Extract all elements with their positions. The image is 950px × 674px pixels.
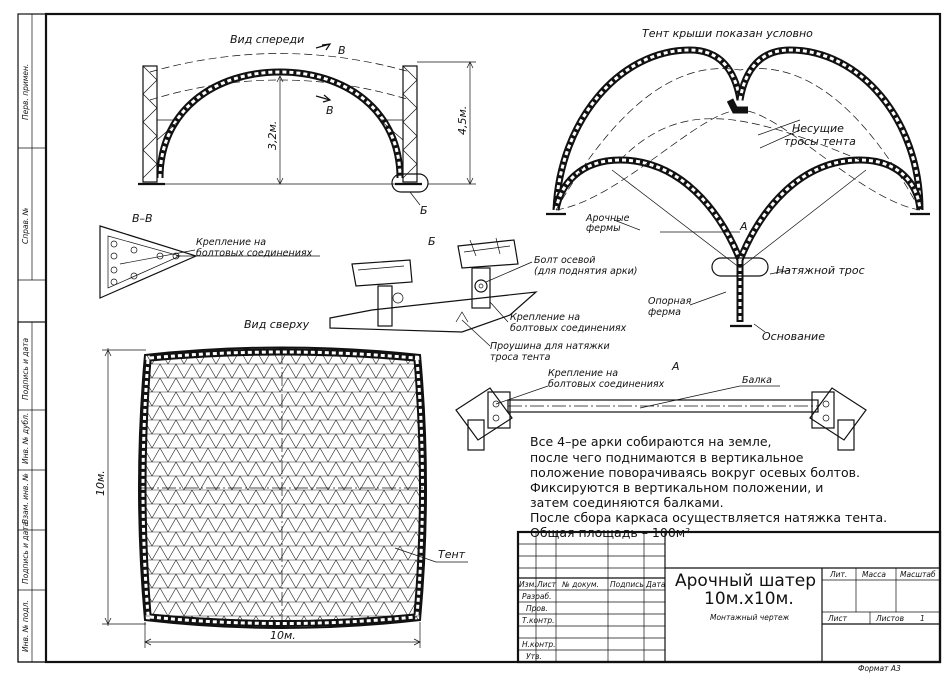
arch-trusses-label-2: фермы [586,223,621,234]
roof-note: Тент крыши показан условно [642,27,813,40]
top-view-title: Вид сверху [244,318,310,331]
tent-label: Тент [438,548,466,561]
axial-bolt-label-2: (для поднятия арки) [534,266,638,277]
note-line: после чего поднимаются в вертикальное [530,450,804,465]
callout-b-label: Б [420,204,428,217]
detail-b-title: Б [428,235,436,248]
col-doc: № докум. [561,580,599,589]
sidebar-label: Инв. № подл. [21,600,30,652]
mass-label: Масса [862,570,886,579]
eyelet-label-2: троса тента [490,352,551,363]
bearing-cables-label-1: Несущие [792,122,844,135]
bolt-fix-b-label-2: болтовых соединениях [510,323,627,334]
sidebar-label: Подпись и дата [21,337,30,400]
section-marker-top: В [338,44,346,57]
detail-b: Б Болт осевой (для поднятия арки) Крепле… [329,235,638,363]
note-line: После сбора каркаса осуществляется натяж… [530,510,887,525]
dim-width-left: 10м. [94,470,107,496]
note-line: затем соединяются балками. [530,495,724,510]
detail-a-title: А [671,360,680,373]
bolt-fix-a-label-1: Крепление на [548,368,618,379]
drawing-title-1: Арочный шатер [675,571,816,591]
dim-height-inner: 3,2м. [266,121,279,150]
row-prov: Пров. [526,604,548,613]
sheets-label: Листов [875,614,904,623]
col-izm: Изм. [519,580,537,589]
top-view: Вид сверху 10м. 10м. Тент [94,318,468,648]
base-label: Основание [762,330,825,343]
front-view-title: Вид спереди [230,33,304,46]
sidebar-label: Взам. инв. № [21,473,30,524]
note-line: Все 4–ре арки собираются на земле, [530,434,772,449]
bolt-fix-section-label-2: болтовых соединениях [196,248,313,259]
support-truss-label-2: ферма [648,307,681,318]
arch-trusses-label-1: Арочные [585,213,630,224]
note-line: положение поворачиваясь вокруг осевых бо… [530,465,860,480]
sheet-label: Лист [827,614,848,623]
drawing-subtitle: Монтажный чертеж [710,613,790,622]
drawing-title-2: 10м.х10м. [704,589,794,609]
section-marker-bottom: В [326,104,334,117]
axial-bolt-label-1: Болт осевой [534,255,595,266]
dim-height-total: 4,5м. [456,106,469,135]
col-list: Лист [536,580,557,589]
tension-cable-label: Натяжной трос [776,264,865,277]
section-vv-title: В–В [132,212,153,225]
note-line: Фиксируются в вертикальном положении, и [530,480,823,495]
notes-block: Все 4–ре арки собираются на земле, после… [530,434,887,540]
front-view: Вид спереди Б В В 3,2м. [138,33,476,217]
support-truss-label-1: Опорная [648,296,692,307]
sidebar-stamp: Перв. примен. Справ. № Подпись и дата Ин… [17,14,47,663]
callout-a-persp: А [739,220,748,233]
row-nkontr: Н.контр. [522,640,556,649]
sheets-value: 1 [920,614,925,623]
row-utv: Утв. [526,652,542,661]
lit-label: Лит. [829,570,847,579]
bearing-cables-label-2: тросы тента [784,135,856,148]
eyelet-label-1: Проушина для натяжки [490,341,610,352]
scale-label: Масштаб [900,570,936,579]
detail-a: А Крепление на болтовых соединениях Балк… [455,360,867,451]
col-date: Дата [645,580,666,589]
beam-label: Балка [742,375,772,386]
dim-width-bottom: 10м. [270,629,296,642]
title-block: Изм. Лист № докум. Подпись Дата Разраб. … [516,530,942,673]
bolt-fix-a-label-2: болтовых соединениях [548,379,665,390]
section-vv: В–В Крепление на болтовых соединениях [99,212,320,299]
col-sign: Подпись [610,580,644,589]
row-tkontr: Т.контр. [522,616,555,625]
bolt-fix-section-label-1: Крепление на [196,237,266,248]
row-razrab: Разраб. [522,592,551,601]
sidebar-label: Перв. примен. [21,64,30,120]
bolt-fix-b-label-1: Крепление на [510,312,580,323]
perspective-view: Тент крыши показан условно [546,27,930,343]
sidebar-label: Справ. № [21,207,30,244]
sidebar-label: Подпись и дата [21,521,30,584]
format-label: Формат А3 [858,664,901,673]
sidebar-label: Инв. № дубл. [21,413,30,464]
